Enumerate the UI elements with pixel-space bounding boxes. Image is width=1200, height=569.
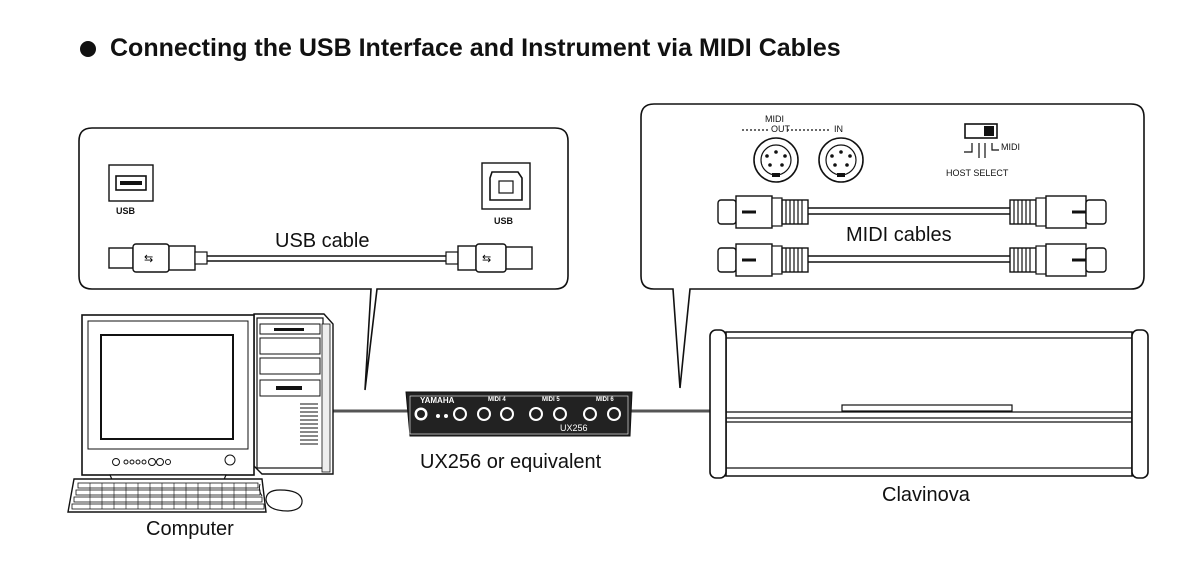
interface-midi4: MIDI 4: [488, 397, 506, 403]
svg-text:⇆: ⇆: [144, 252, 153, 265]
computer-label: Computer: [146, 518, 234, 540]
switch-midi-label: MIDI: [1001, 142, 1020, 152]
clavinova-label: Clavinova: [882, 484, 970, 506]
title-text: Connecting the USB Interface and Instrum…: [110, 34, 841, 62]
midi-in-label: IN: [834, 124, 843, 134]
usb-cable-label: USB cable: [275, 230, 370, 252]
interface-label: UX256 or equivalent: [420, 451, 602, 473]
title-bullet-icon: [80, 40, 96, 57]
midi-label: MIDI: [765, 114, 784, 124]
midi-in-port-icon: [818, 137, 864, 183]
usb-cable-icon: ⇆ ⇆: [108, 243, 533, 273]
midi-out-port-icon: [753, 137, 799, 183]
usb-port-a-label: USB: [116, 206, 136, 216]
interface-brand: YAMAHA: [420, 396, 455, 405]
page-title: Connecting the USB Interface and Instrum…: [80, 34, 841, 63]
host-select-label: HOST SELECT: [946, 168, 1009, 178]
midi-out-label: OUT: [771, 124, 790, 134]
computer-icon: [67, 313, 334, 513]
midi-cables-icon: [717, 195, 1107, 277]
svg-text:⇆: ⇆: [482, 252, 491, 265]
usb-interface-device-icon: YAMAHA MIDI 4 MIDI 5 MIDI 6 UX256: [405, 391, 633, 437]
usb-callout-bubble: [78, 127, 569, 391]
usb-port-a-icon: [108, 164, 154, 202]
midi-cables-label: MIDI cables: [846, 224, 952, 246]
usb-port-b-icon: [481, 162, 531, 210]
host-select-switch-icon: [964, 123, 999, 158]
interface-midi6: MIDI 6: [596, 397, 614, 403]
interface-midi5: MIDI 5: [542, 397, 560, 403]
interface-model: UX256: [560, 423, 588, 433]
clavinova-icon: [709, 329, 1149, 479]
usb-port-b-label: USB: [494, 216, 514, 226]
